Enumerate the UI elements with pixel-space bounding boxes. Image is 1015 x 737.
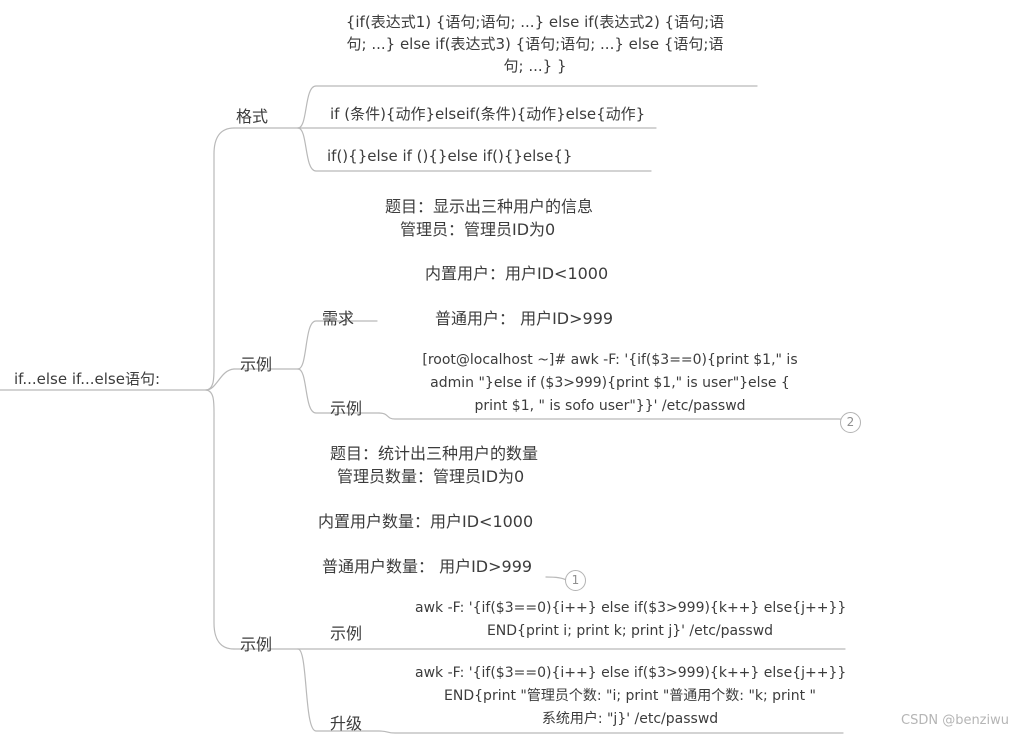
syntax-line-1: {if(表达式1) {语句;语句; ...} else if(表达式2) {语句… [345,13,725,31]
branch-example1-label[interactable]: 示例 [240,355,273,374]
format-full-syntax-topic[interactable]: {if(表达式1) {语句;语句; ...} else if(表达式2) {语句… [315,11,755,77]
example2-normal-count[interactable]: 普通用户数量： 用户ID>999 [322,557,533,576]
code-line-1: [root@localhost ~]# awk -F: '{if($3==0){… [422,352,798,368]
example2-builtin-count[interactable]: 内置用户数量：用户ID<1000 [318,512,534,531]
code-line-3: 系统用户: "j}' /etc/passwd [541,711,719,727]
badge-1[interactable]: 1 [565,570,586,591]
code-line-3: print $1, " is sofo user"}}' /etc/passwd [474,398,746,414]
example2-title-line2[interactable]: 管理员数量：管理员ID为0 [337,467,525,486]
syntax-line-3: 句; ...} } [503,57,567,75]
code-line-1: awk -F: '{if($3==0){i++} else if($3>999)… [415,665,847,681]
upgrade-code-topic[interactable]: awk -F: '{if($3==0){i++} else if($3>999)… [415,662,847,731]
requirement-builtin-user[interactable]: 内置用户：用户ID<1000 [425,264,609,283]
upgrade-label[interactable]: 升级 [330,714,363,733]
root-topic[interactable]: if...else if...else语句: [14,370,161,388]
requirement-title-line1[interactable]: 题目：显示出三种用户的信息 [385,197,594,216]
example2-title-line1[interactable]: 题目：统计出三种用户的数量 [330,444,539,463]
badge-2[interactable]: 2 [840,412,861,433]
example2-code-topic[interactable]: awk -F: '{if($3==0){i++} else if($3>999)… [415,597,847,643]
requirement-label[interactable]: 需求 [322,309,355,328]
code-line-2: admin "}else if ($3>999){print $1," is u… [430,375,790,391]
requirement-normal-user[interactable]: 普通用户： 用户ID>999 [435,309,614,328]
format-compact-syntax[interactable]: if(){}else if (){}else if(){}else{} [327,147,573,165]
syntax-line-2: 句; ...} else if(表达式3) {语句;语句; ...} else … [346,35,724,53]
watermark: CSDN @benziwu [901,713,1009,728]
format-general-syntax[interactable]: if (条件){动作}elseif(条件){动作}else{动作} [330,105,646,123]
code-line-2: END{print i; print k; print j}' /etc/pas… [486,623,774,639]
branch-format-label[interactable]: 格式 [236,107,269,126]
example1-code-topic[interactable]: [root@localhost ~]# awk -F: '{if($3==0){… [395,349,825,418]
code-line-2: END{print "管理员个数: "i; print "普通用个数: "k; … [444,688,816,704]
branch-example2-label[interactable]: 示例 [240,635,273,654]
requirement-title-line2[interactable]: 管理员：管理员ID为0 [400,220,556,239]
example2-demo-label[interactable]: 示例 [330,624,363,643]
code-line-1: awk -F: '{if($3==0){i++} else if($3>999)… [415,600,847,616]
example1-demo-label[interactable]: 示例 [330,399,363,418]
